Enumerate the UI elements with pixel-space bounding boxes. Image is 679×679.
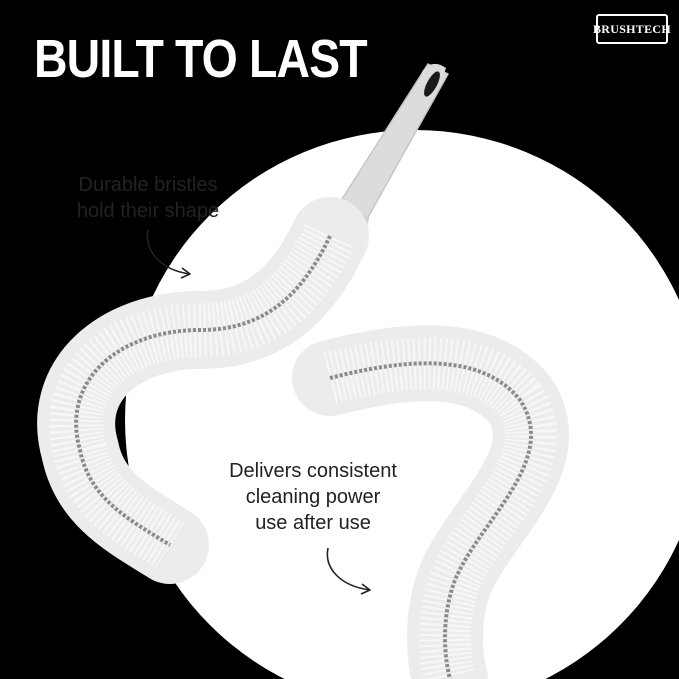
brush-bristles-left: [37, 197, 369, 584]
headline: BUILT TO LAST: [34, 29, 368, 89]
callout-line: hold their shape: [76, 200, 220, 222]
brand-logo: BRUSHTECH: [593, 14, 671, 44]
callout-line: use after use: [255, 512, 371, 534]
curved-arrow-icon: [146, 229, 191, 279]
callout-line: Durable bristles: [78, 174, 218, 196]
callout-cleaning-power: Delivers consistent cleaning power use a…: [206, 458, 420, 536]
curved-arrow-icon: [326, 547, 371, 595]
brush-wire-left: [74, 235, 332, 547]
callout-durable-bristles: Durable bristles hold their shape: [58, 172, 238, 224]
callout-line: Delivers consistent: [229, 460, 397, 482]
brush-wire-right: [329, 361, 533, 679]
brush-bristles-right: [292, 325, 569, 679]
callout-line: cleaning power: [245, 486, 381, 508]
